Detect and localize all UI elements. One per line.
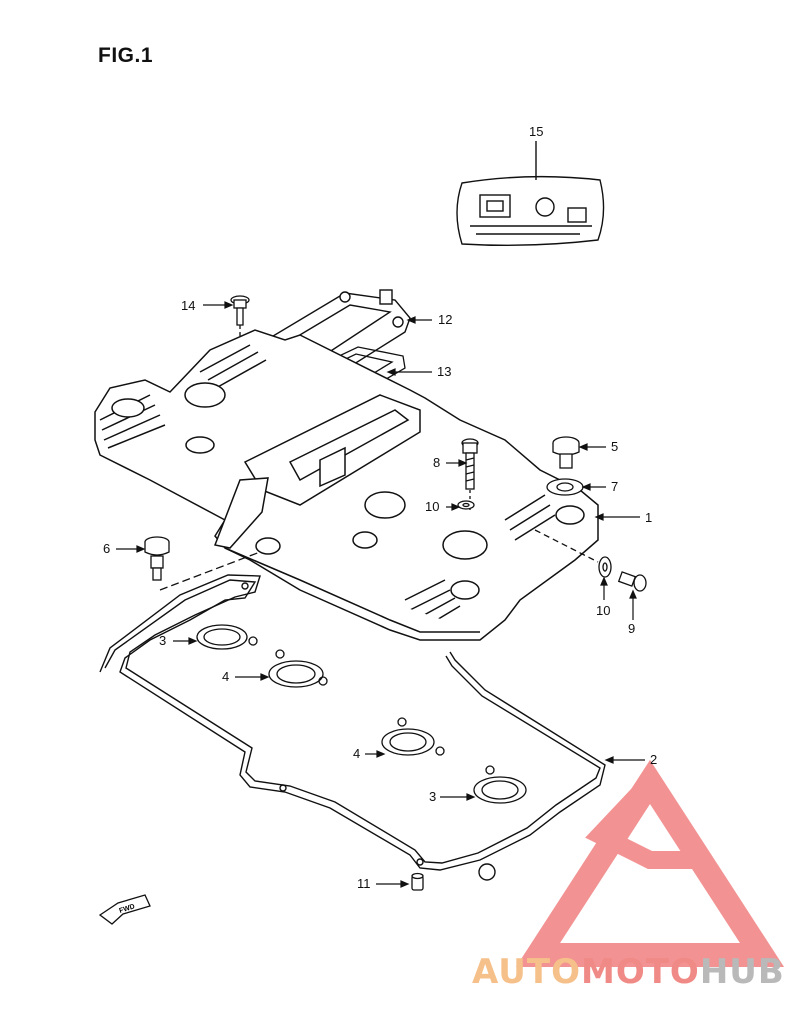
callout-9: 9 bbox=[628, 621, 635, 636]
part-15-decal bbox=[456, 175, 605, 247]
part-4-seal-lower bbox=[381, 717, 445, 756]
callout-15: 15 bbox=[529, 124, 543, 139]
fwd-arrow-icon: FWD bbox=[98, 894, 151, 925]
watermark-moto: MOTO bbox=[580, 952, 700, 992]
callout-14: 14 bbox=[181, 298, 195, 313]
callout-6: 6 bbox=[103, 541, 110, 556]
part-9-bolt bbox=[617, 571, 647, 592]
part-10-washer-upper bbox=[457, 500, 475, 510]
part-3-seal-upper bbox=[196, 624, 258, 650]
part-3-seal-lower bbox=[473, 765, 527, 804]
part-1-cylinder-head-cover bbox=[94, 329, 599, 641]
callout-8: 8 bbox=[433, 455, 440, 470]
part-4-seal-upper bbox=[268, 649, 328, 688]
watermark-hub: HUB bbox=[699, 952, 785, 992]
callout-3-upper: 3 bbox=[159, 633, 166, 648]
fwd-label: FWD bbox=[118, 903, 135, 915]
callout-3-lower: 3 bbox=[429, 789, 436, 804]
watermark-auto: AUTO bbox=[472, 952, 581, 992]
figure-title: FIG.1 bbox=[98, 44, 154, 67]
callout-13: 13 bbox=[437, 364, 451, 379]
callout-labels: 15 14 12 13 5 8 7 10 1 6 10 9 3 4 4 2 3 … bbox=[103, 124, 657, 891]
callout-4-upper: 4 bbox=[222, 669, 229, 684]
callout-5: 5 bbox=[611, 439, 618, 454]
part-2-cover-gasket bbox=[99, 574, 606, 881]
callout-1: 1 bbox=[645, 510, 652, 525]
part-11-dowel bbox=[411, 872, 424, 891]
callout-12: 12 bbox=[438, 312, 452, 327]
part-8-bolt bbox=[461, 438, 479, 510]
callout-10-upper: 10 bbox=[425, 499, 439, 514]
callout-7: 7 bbox=[611, 479, 618, 494]
part-5-plug bbox=[552, 436, 580, 469]
part-10-washer-lower bbox=[534, 529, 612, 578]
part-6-bolt bbox=[144, 536, 261, 591]
leader-lines bbox=[116, 301, 645, 888]
callout-4-lower: 4 bbox=[353, 746, 360, 761]
watermark-logo bbox=[515, 759, 785, 967]
part-7-grommet bbox=[546, 478, 584, 496]
callout-11: 11 bbox=[357, 876, 371, 891]
callout-10-lower: 10 bbox=[596, 603, 610, 618]
watermark-text: AUTOMOTOHUB bbox=[472, 952, 785, 992]
callout-2: 2 bbox=[650, 752, 657, 767]
